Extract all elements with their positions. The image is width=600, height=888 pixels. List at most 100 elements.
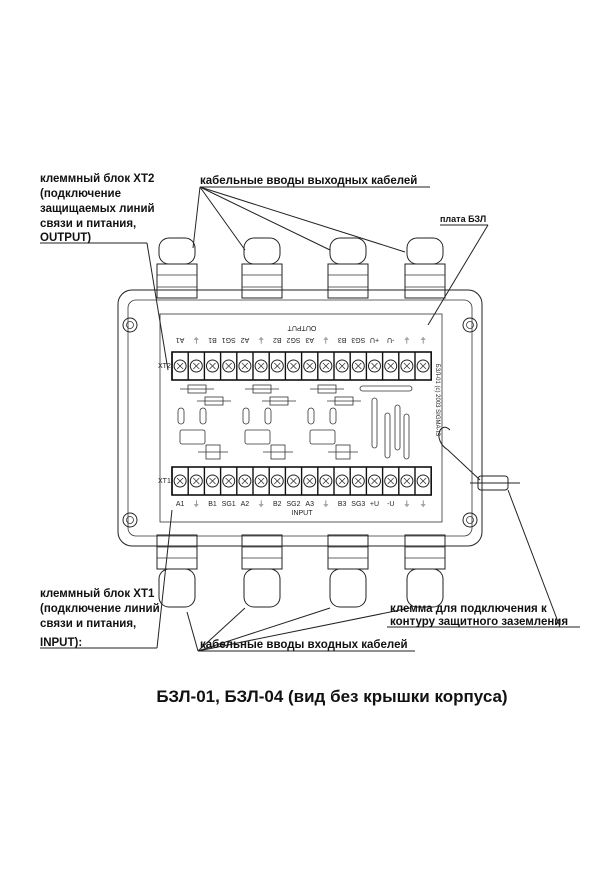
board-components xyxy=(177,384,413,460)
cable-gland-bottom-nut xyxy=(404,534,446,570)
output-title: OUTPUT xyxy=(287,324,317,331)
terminal-label: ⏚ xyxy=(322,500,329,508)
xt2-label-line: связи и питания, xyxy=(40,218,136,230)
terminal-screw-slot xyxy=(403,362,411,370)
terminal-screw-slot xyxy=(322,477,330,485)
terminal-label: A1 xyxy=(176,501,185,508)
enclosure-inner xyxy=(127,299,473,537)
terminal-screw-slot xyxy=(306,362,313,370)
leader-lines xyxy=(40,186,580,652)
terminal-label: SG2 xyxy=(286,501,300,508)
terminal-label: SG3 xyxy=(351,501,365,508)
input-glands-label: кабельные вводы входных кабелей xyxy=(200,639,408,651)
terminal-screw-slot xyxy=(403,477,411,485)
xt2-label: клеммный блок XT2 (подключение защищаемы… xyxy=(40,173,155,244)
xt1-label-line: клеммный блок XT1 xyxy=(40,588,155,600)
corner-screw xyxy=(462,317,478,333)
terminal-label: ⏚ xyxy=(193,336,200,344)
xt1-tag: XT1 xyxy=(158,478,171,485)
input-title: INPUT xyxy=(292,510,314,517)
varistor xyxy=(384,412,391,459)
terminal-label: ⏚ xyxy=(322,336,329,344)
terminal-screw xyxy=(254,359,268,373)
cable-gland-top-nut xyxy=(404,263,446,299)
terminal-screw-slot xyxy=(306,477,313,485)
terminal-screw-slot xyxy=(176,362,184,370)
terminal-screw xyxy=(384,359,398,373)
terminal-screw xyxy=(351,474,365,488)
terminal-screw-slot xyxy=(241,477,249,485)
gas-discharge-tube xyxy=(244,429,271,445)
terminal-screw xyxy=(287,474,300,488)
terminal-screw-slot xyxy=(274,477,281,485)
capacitor xyxy=(264,407,272,425)
terminal-screw xyxy=(222,359,236,373)
terminal-screw-slot xyxy=(193,362,200,370)
terminal-label: B2 xyxy=(273,336,282,343)
cable-gland-bottom xyxy=(329,568,367,608)
terminal-label: A2 xyxy=(241,336,250,343)
terminal-label: ⏚ xyxy=(403,500,410,508)
cable-gland-bottom xyxy=(158,568,196,608)
terminal-screw-slot xyxy=(241,362,249,370)
caption: БЗЛ-01, БЗЛ-04 (вид без крышки корпуса) xyxy=(156,687,507,706)
terminal-label: -U xyxy=(387,336,394,343)
terminal-screw-slot xyxy=(371,477,378,485)
xt2-label-line: (подключение xyxy=(40,188,121,200)
cable-gland-top-nut xyxy=(156,263,198,299)
terminal-screw-slot xyxy=(387,477,394,485)
terminal-screw-slot xyxy=(193,477,200,485)
cable-gland-bottom xyxy=(243,568,281,608)
cable-gland-bottom-nut xyxy=(241,534,283,570)
gas-discharge-tube xyxy=(179,429,206,445)
terminal-label: ⏚ xyxy=(420,500,427,508)
terminal-label: SG1 xyxy=(222,336,236,343)
board-label: плата БЗЛ xyxy=(440,214,486,224)
corner-screw-hole xyxy=(466,516,474,524)
cable-gland-top xyxy=(158,237,196,265)
xt2-label-line: клеммный блок XT2 xyxy=(40,173,154,185)
terminal-label: +U xyxy=(370,336,379,343)
xt1-label: клеммный блок XT1 (подключение линий свя… xyxy=(40,588,160,649)
terminal-screw-slot xyxy=(355,362,362,370)
cable-gland-bottom-nut xyxy=(327,534,369,570)
terminal-screw xyxy=(368,474,381,488)
cable-gland-bottom-nut xyxy=(156,534,198,570)
cable-gland-top-nut xyxy=(241,263,283,299)
terminal-screw xyxy=(238,359,252,373)
varistor xyxy=(394,404,401,451)
corner-screw-hole xyxy=(466,321,474,329)
terminal-screw xyxy=(335,474,349,488)
corner-screw-hole xyxy=(126,516,134,524)
enclosure-outer xyxy=(117,289,483,547)
terminal-screw xyxy=(400,359,414,373)
terminal-screw-slot xyxy=(290,362,297,370)
terminal-screw-slot xyxy=(338,362,346,370)
capacitor xyxy=(242,407,250,425)
terminal-label: ⏚ xyxy=(258,336,265,344)
corner-screw-hole xyxy=(126,321,134,329)
cable-gland-top xyxy=(243,237,281,265)
terminal-label: B3 xyxy=(338,501,347,508)
terminal-screw xyxy=(189,474,203,488)
corner-screw xyxy=(462,512,478,528)
xt2-label-line: OUTPUT) xyxy=(40,232,91,244)
terminal-screw-slot xyxy=(176,477,184,485)
terminal-screw xyxy=(254,474,268,488)
xt2-tag: XT2 xyxy=(158,363,171,370)
terminal-screw-slot xyxy=(322,362,330,370)
ground-label-line: клемма для подключения к xyxy=(390,603,547,615)
terminal-label: B1 xyxy=(208,336,217,343)
terminal-screw-slot xyxy=(371,362,378,370)
corner-screw xyxy=(122,512,138,528)
varistor xyxy=(359,385,413,392)
terminal-label: -U xyxy=(387,501,394,508)
terminal-label: +U xyxy=(370,501,379,508)
terminal-screw xyxy=(173,474,187,488)
terminal-label: ⏚ xyxy=(403,336,410,344)
terminal-screw-slot xyxy=(419,362,427,370)
terminal-label: ⏚ xyxy=(193,500,200,508)
terminal-screw-slot xyxy=(257,477,265,485)
cable-gland-top-nut xyxy=(327,263,369,299)
terminal-label: A1 xyxy=(176,336,185,343)
